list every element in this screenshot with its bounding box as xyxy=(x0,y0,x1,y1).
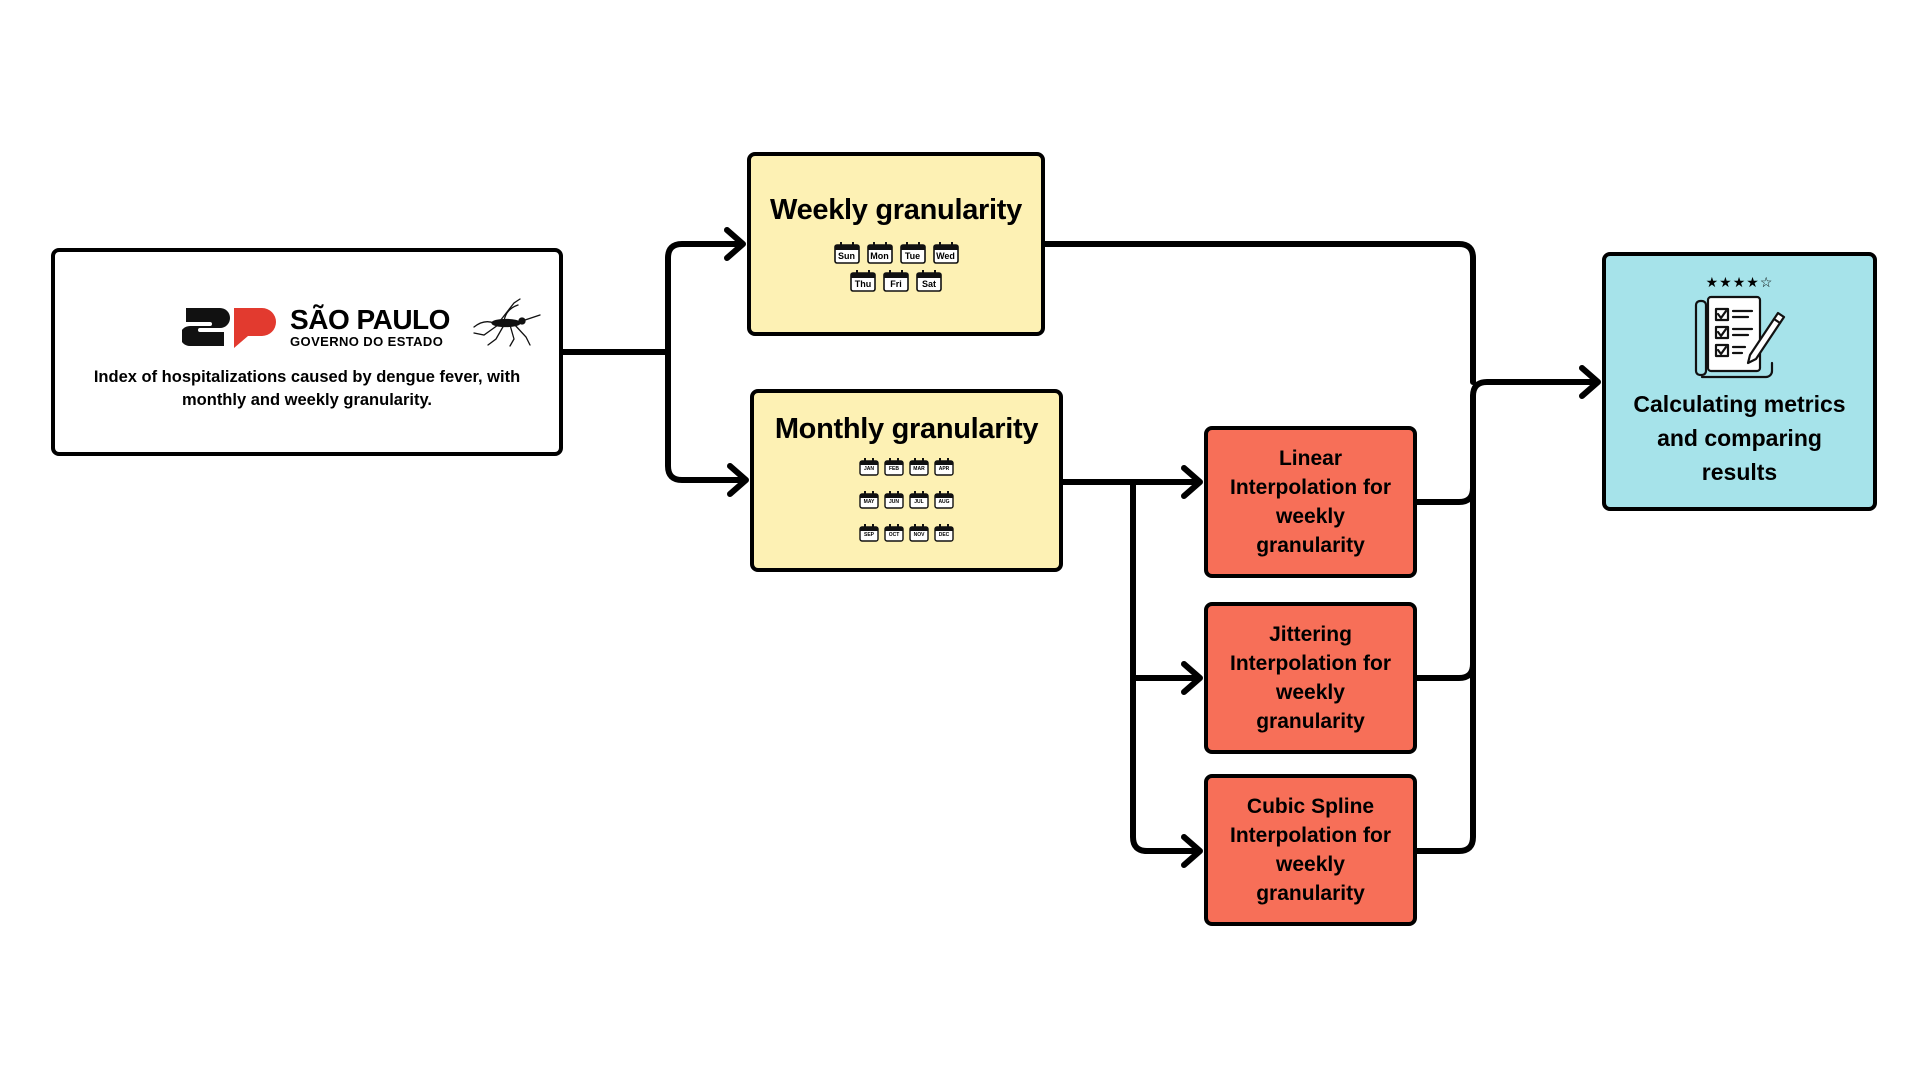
source-description: Index of hospitalizations caused by deng… xyxy=(93,368,521,409)
calendar-icon: APR xyxy=(934,457,954,476)
month-row-3: SEP OCT NOV DEC xyxy=(859,523,954,542)
calendar-icon: MAR xyxy=(909,457,929,476)
month-row-1: JAN FEB MAR APR xyxy=(859,457,954,476)
method-label: Linear Interpolation for weekly granular… xyxy=(1230,447,1391,557)
arrow-bus-to-metrics xyxy=(1470,379,1599,399)
jittering-interpolation-box: Jittering Interpolation for weekly granu… xyxy=(1204,602,1417,754)
monthly-title: Monthly granularity xyxy=(774,412,1039,445)
monthly-granularity-box: Monthly granularity JAN FEB MAR APR MAY … xyxy=(750,389,1063,572)
calendar-icon: Sat xyxy=(916,269,942,292)
calendar-icon: Thu xyxy=(850,269,876,292)
weekly-title: Weekly granularity xyxy=(770,193,1022,226)
report-checklist-icon xyxy=(1694,295,1785,378)
logo-row: SÃO PAULO GOVERNO DO ESTADO xyxy=(182,298,542,352)
calendar-icon: AUG xyxy=(934,490,954,509)
calendar-icon: DEC xyxy=(934,523,954,542)
calendar-icon: Wed xyxy=(932,241,959,264)
calendar-icon: JAN xyxy=(859,457,879,476)
metrics-box: ★★★★☆ Calculating metrics and comparing … xyxy=(1602,252,1877,511)
weekday-row-1: Sun Mon Tue Wed xyxy=(833,241,959,264)
logo-name: SÃO PAULO xyxy=(290,304,450,335)
calendar-icon: Mon xyxy=(866,241,893,264)
calendar-icon: OCT xyxy=(884,523,904,542)
calendar-icon: FEB xyxy=(884,457,904,476)
calendar-icon: Tue xyxy=(899,241,926,264)
calendar-icon: SEP xyxy=(859,523,879,542)
calendar-icon: Sun xyxy=(833,241,860,264)
arrow-weekly-to-bus xyxy=(1042,241,1476,385)
logo-text: SÃO PAULO GOVERNO DO ESTADO xyxy=(290,305,450,349)
method-label: Jittering Interpolation for weekly granu… xyxy=(1230,623,1391,733)
metrics-label: Calculating metrics and comparing result… xyxy=(1633,390,1846,485)
arrow-source-to-weekly xyxy=(560,241,744,355)
sao-paulo-logo xyxy=(182,308,277,348)
rating-stars-icon: ★★★★☆ xyxy=(1705,273,1774,290)
weekday-row-2: Thu Fri Sat xyxy=(850,269,942,292)
arrow-source-to-monthly xyxy=(665,349,747,483)
cubic-spline-interpolation-box: Cubic Spline Interpolation for weekly gr… xyxy=(1204,774,1417,926)
method-label: Cubic Spline Interpolation for weekly gr… xyxy=(1230,795,1391,905)
mosquito-icon xyxy=(473,298,541,347)
month-row-2: MAY JUN JUL AUG xyxy=(859,490,954,509)
linear-interpolation-box: Linear Interpolation for weekly granular… xyxy=(1204,426,1417,578)
calendar-icon: JUN xyxy=(884,490,904,509)
calendar-icon: JUL xyxy=(909,490,929,509)
logo-subtitle: GOVERNO DO ESTADO xyxy=(290,334,444,349)
weekly-granularity-box: Weekly granularity Sun Mon Tue Wed Thu F… xyxy=(747,152,1045,336)
calendar-icon: MAY xyxy=(859,490,879,509)
calendar-icon: NOV xyxy=(909,523,929,542)
source-box: SÃO PAULO GOVERNO DO ESTADO Index of hos… xyxy=(51,248,563,456)
calendar-icon: Fri xyxy=(883,269,909,292)
